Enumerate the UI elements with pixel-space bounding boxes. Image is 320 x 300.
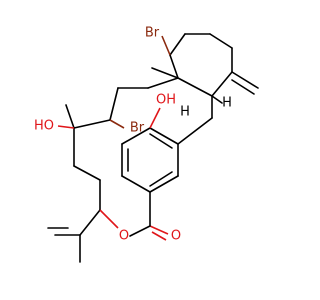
label-h-junction: H — [222, 96, 232, 111]
label-h-ring: H — [180, 105, 190, 120]
label-br-mid: Br — [130, 121, 145, 136]
bonds — [47, 33, 259, 263]
label-oh-top: OH — [156, 93, 176, 108]
molecule-structure: Br Br OH HO H H O O — [34, 26, 259, 263]
label-br-top: Br — [145, 26, 160, 41]
label-o-carbonyl: O — [171, 229, 181, 244]
atom-labels: Br Br OH HO H H O O — [34, 26, 232, 244]
label-ho-left: HO — [34, 119, 54, 134]
label-o-ester: O — [119, 229, 129, 244]
